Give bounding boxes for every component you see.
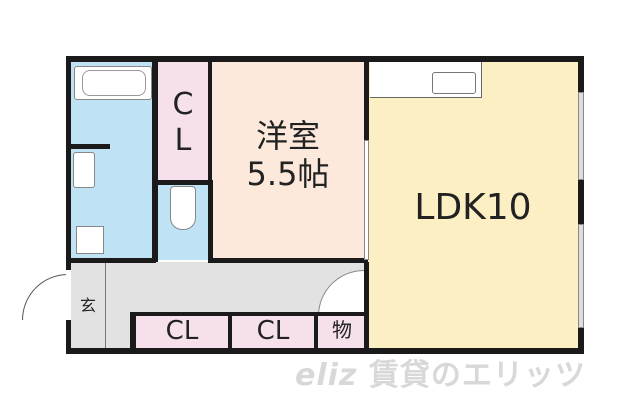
watermark-logo: eliz	[295, 358, 358, 393]
window-right-2	[578, 224, 584, 328]
watermark-text: 賃貸のエリッツ	[368, 358, 586, 393]
window-right-1	[578, 92, 584, 180]
kitchen-sink-icon	[432, 72, 476, 94]
wall-toilet-top	[152, 180, 212, 185]
ldk	[368, 62, 578, 348]
wall-right	[578, 56, 584, 354]
wall-ldk-left	[364, 56, 369, 140]
entrance-door-swing	[22, 274, 68, 320]
wall-ldk-lower	[364, 262, 369, 352]
wall-closet-left	[130, 312, 136, 352]
wall-bath-right	[152, 56, 158, 262]
ldk-label: LDK10	[414, 187, 532, 228]
closet-top-label: C L	[172, 87, 194, 158]
closet-top	[156, 62, 210, 182]
wall-left	[66, 56, 71, 354]
toilet-icon	[170, 186, 196, 230]
storage	[318, 316, 366, 348]
watermark: eliz 賃貸のエリッツ	[295, 350, 586, 394]
wall-toilet-right	[208, 180, 213, 262]
closet-bottom-right-label: CL	[256, 316, 290, 346]
wall-top	[66, 56, 584, 62]
wall-room-bottom	[208, 258, 368, 263]
washbasin-icon	[73, 152, 95, 188]
wall-closet-div2	[314, 312, 318, 352]
entrance-door-gap	[66, 270, 71, 320]
storage-label: 物	[332, 318, 352, 342]
western-room-label: 洋室 5.5帖	[246, 117, 330, 193]
wall-bath-divider	[70, 144, 110, 149]
wall-closet-div1	[228, 312, 232, 352]
closet-bottom-left-label: CL	[165, 316, 199, 346]
entrance-label: 玄	[79, 296, 96, 315]
wall-mid-horizontal	[66, 258, 156, 263]
closet-bottom-left	[136, 316, 228, 348]
bathtub-inner	[82, 70, 146, 96]
wall-closet-right	[208, 56, 212, 182]
kitchen-counter	[370, 62, 482, 98]
washing-machine-icon	[76, 226, 104, 254]
western-room	[212, 62, 364, 260]
wall-closet-top-line	[130, 312, 368, 316]
wall-bottom	[66, 348, 584, 354]
closet-bottom-right	[232, 316, 314, 348]
sliding-door-ldk	[364, 140, 369, 260]
entrance	[70, 262, 106, 348]
